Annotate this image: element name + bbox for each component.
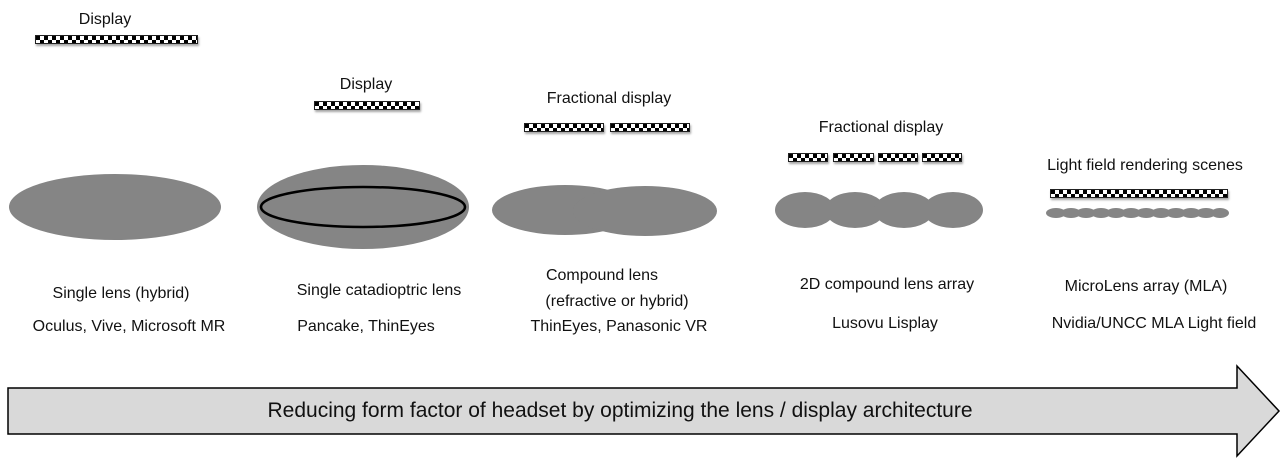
lens-array-4 [923,192,983,228]
display-bar-col1 [35,35,198,44]
lens-type-col2: Single catadioptric lens [296,282,462,299]
fractional-display-bar-col4-b [833,153,874,162]
lens-array-3 [874,192,934,228]
arrow-label: Reducing form factor of headset by optim… [267,399,973,422]
examples-col3: ThinEyes, Panasonic VR [530,318,708,335]
catadioptric-lens-outline [259,185,467,229]
examples-col4: Lusovu Lisplay [832,315,938,332]
fractional-display-bar-col4-d [922,153,962,162]
display-label-col1: Display [78,11,132,28]
compound-lens-right [573,186,717,236]
single-lens [9,174,221,240]
lens-array-1 [775,192,835,228]
catadioptric-lens-body [257,165,469,249]
lens-type-col4: 2D compound lens array [799,276,975,293]
display-label-col4: Fractional display [818,119,944,136]
lens-array-2 [825,192,885,228]
examples-col1: Oculus, Vive, Microsoft MR [32,318,226,335]
lens-type-col1: Single lens (hybrid) [52,285,190,302]
fractional-display-bar-col4-a [788,153,828,162]
display-bar-col2 [314,101,420,110]
display-label-col2: Display [339,76,393,93]
display-label-col5: Light field rendering scenes [1047,157,1243,174]
light-field-display-bar [1050,189,1228,198]
examples-col2: Pancake, ThinEyes [297,318,435,335]
fractional-display-bar-col3-a [524,123,604,132]
display-label-col3: Fractional display [546,90,672,107]
examples-col5: Nvidia/UNCC MLA Light field [1051,315,1257,332]
fractional-display-bar-col3-b [610,123,690,132]
lens-type-col5: MicroLens array (MLA) [1064,278,1228,295]
form-factor-arrow [7,364,1281,458]
lens-type-col3-line1: Compound lens [545,267,659,284]
fractional-display-bar-col4-c [878,153,918,162]
lens-type-col3-line2: (refractive or hybrid) [545,293,689,310]
microlens-array [1046,208,1229,218]
